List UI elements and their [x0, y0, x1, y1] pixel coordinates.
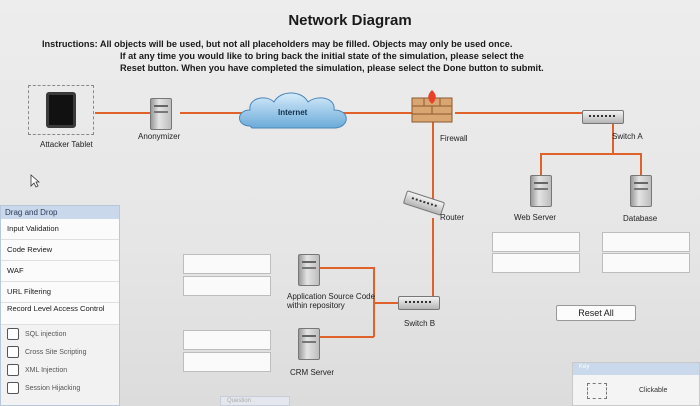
attacker-tablet-label: Attacker Tablet	[40, 140, 93, 149]
crm-drop-slot-1[interactable]	[183, 330, 271, 350]
drag-item-code-review[interactable]: Code Review	[1, 240, 119, 261]
checkbox[interactable]	[7, 382, 19, 394]
link-switcha-down	[612, 122, 614, 154]
attacker-tablet-slot[interactable]	[28, 85, 94, 135]
link-appsrc-switchb	[318, 267, 374, 269]
instructions-line-1: All objects will be used, but not all pl…	[99, 39, 513, 49]
instructions-line-2: If at any time you would like to bring b…	[120, 51, 524, 61]
key-clickable-label: Clickable	[639, 387, 668, 394]
crm-server-icon[interactable]	[298, 328, 320, 360]
link-crm-switchb	[318, 336, 374, 338]
link-bus-database	[640, 153, 642, 175]
link-router-switchb	[432, 218, 434, 300]
app-source-label: Application Source Code within repositor…	[287, 292, 376, 310]
drag-item-waf[interactable]: WAF	[1, 261, 119, 282]
switch-a-icon[interactable]	[582, 110, 624, 124]
web-server-label: Web Server	[514, 213, 557, 222]
checkbox-item-session-hijacking[interactable]: Session Hijacking	[1, 379, 119, 397]
question-tab[interactable]: Question	[220, 396, 290, 406]
key-panel: Key Clickable	[572, 362, 700, 406]
mouse-cursor-icon	[30, 174, 40, 188]
link-vert-switchb	[373, 302, 403, 304]
checkbox[interactable]	[7, 328, 19, 340]
web-server-icon[interactable]	[530, 175, 552, 207]
reset-all-button[interactable]: Reset All	[556, 305, 636, 321]
crm-drop-slot-2[interactable]	[183, 352, 271, 372]
link-firewall-switcha	[455, 112, 605, 114]
checkbox-item-sql-injection[interactable]: SQL injection	[1, 325, 119, 343]
switch-b-icon[interactable]	[398, 296, 440, 310]
clickable-sample-icon	[587, 383, 607, 399]
firewall-icon[interactable]	[410, 88, 454, 124]
link-firewall-router	[432, 122, 434, 202]
checkbox-label: XML Injection	[25, 366, 68, 374]
database-drop-slot-2[interactable]	[602, 253, 690, 273]
link-tablet-anonymizer	[95, 112, 155, 114]
link-switcha-bus	[540, 153, 640, 155]
drag-drop-header: Drag and Drop	[1, 206, 119, 219]
database-label: Database	[623, 214, 658, 223]
router-icon[interactable]	[402, 190, 446, 216]
crm-server-label: CRM Server	[290, 368, 335, 377]
tablet-icon	[46, 92, 76, 128]
drag-item-url-filtering[interactable]: URL Filtering	[1, 282, 119, 303]
anonymizer-label: Anonymizer	[138, 132, 181, 141]
anonymizer-server-icon[interactable]	[150, 98, 172, 130]
database-server-icon[interactable]	[630, 175, 652, 207]
web-server-drop-slot-1[interactable]	[492, 232, 580, 252]
database-drop-slot-1[interactable]	[602, 232, 690, 252]
app-source-drop-slot-2[interactable]	[183, 276, 271, 296]
drag-drop-panel: Drag and Drop Input Validation Code Revi…	[0, 205, 120, 406]
drag-item-input-validation[interactable]: Input Validation	[1, 219, 119, 240]
internet-label: Internet	[278, 108, 308, 117]
web-server-drop-slot-2[interactable]	[492, 253, 580, 273]
instructions-label: Instructions:	[42, 39, 98, 49]
instructions-line-3: Reset button. When you have completed th…	[120, 63, 544, 73]
key-header: Key	[573, 363, 699, 375]
checkbox-label: Cross Site Scripting	[25, 348, 87, 356]
app-source-drop-slot-1[interactable]	[183, 254, 271, 274]
internet-cloud-icon	[239, 92, 347, 129]
checkbox-label: Session Hijacking	[25, 384, 81, 392]
switch-a-label: Switch A	[612, 132, 643, 141]
checkbox-item-xss[interactable]: Cross Site Scripting	[1, 343, 119, 361]
switch-b-label: Switch B	[404, 319, 436, 328]
page-title: Network Diagram	[288, 12, 412, 29]
firewall-label: Firewall	[440, 134, 468, 143]
checkbox[interactable]	[7, 346, 19, 358]
drag-item-record-level-access-control[interactable]: Record Level Access Control	[1, 303, 119, 325]
checkbox-item-xml-injection[interactable]: XML Injection	[1, 361, 119, 379]
app-source-server-icon[interactable]	[298, 254, 320, 286]
instructions: Instructions: All objects will be used, …	[42, 38, 682, 74]
checkbox-label: SQL injection	[25, 330, 67, 338]
router-label: Router	[440, 213, 465, 222]
checkbox[interactable]	[7, 364, 19, 376]
link-bus-webserver	[540, 153, 542, 175]
